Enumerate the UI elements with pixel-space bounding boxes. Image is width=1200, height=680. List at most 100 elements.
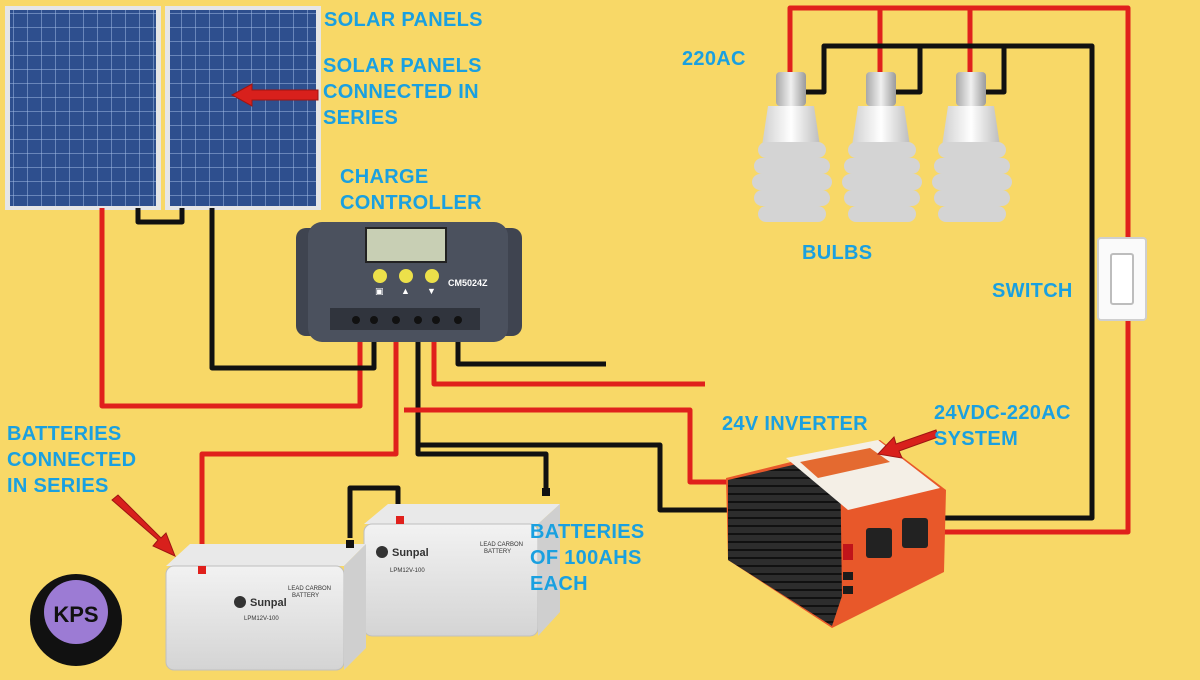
- inverter-label: 24V INVERTER: [722, 413, 868, 435]
- batteries-series-label-line-3: IN SERIES: [7, 475, 109, 497]
- channel-logo: KPS: [30, 574, 122, 666]
- battery-positive-wire: [199, 325, 399, 572]
- battery-2-brand-logo: [376, 546, 388, 558]
- terminal-4: [414, 316, 422, 324]
- battery-2-model: LPM12V-100: [390, 568, 425, 574]
- battery-1-brand: Sunpal: [250, 597, 287, 609]
- controller-model: CM5024Z: [448, 278, 488, 288]
- ac-neutral-drop-2: [892, 46, 923, 95]
- inverter-top-label: [800, 448, 890, 478]
- bulb-2-neck: [852, 106, 910, 146]
- bulb-1-base: [776, 72, 806, 106]
- inverter-outlet-2: [902, 518, 928, 548]
- panel-series-link: [135, 208, 185, 225]
- battery-2-type-line-2: BATTERY: [484, 549, 511, 555]
- system-arrow-icon: [876, 429, 939, 459]
- series-panels-arrow-icon: [230, 83, 319, 107]
- solar-panels-label: SOLAR PANELS: [324, 9, 483, 31]
- controller-icon-solar: ▲: [401, 286, 410, 296]
- solar-panel-right: [170, 10, 316, 206]
- terminal-3: [392, 316, 400, 324]
- batteries-series-label-line-2: CONNECTED: [7, 449, 137, 471]
- battery-negative-wire: [415, 325, 549, 490]
- battery-2-terminal-pos: [396, 516, 404, 524]
- battery-2-brand: Sunpal: [392, 547, 429, 559]
- series-panels-label: SOLAR PANELS CONNECTED IN SERIES: [323, 53, 482, 131]
- battery-1-type-line-2: BATTERY: [292, 593, 319, 599]
- ac-wiring: [787, 5, 1131, 535]
- charge-controller-label: CHARGE CONTROLLER: [340, 164, 482, 216]
- ac-neutral-wire: [800, 43, 1095, 521]
- system-label-line-1: 24VDC-220AC: [934, 402, 1071, 424]
- solar-panel-left: [10, 10, 156, 206]
- batteries-series-label: BATTERIES CONNECTED IN SERIES: [7, 421, 136, 499]
- system-label-line-2: SYSTEM: [934, 428, 1019, 450]
- bulb-3: [932, 72, 1012, 222]
- panel-negative-wire: [209, 208, 377, 371]
- battery-1-side: [344, 544, 366, 670]
- battery-2: Sunpal LEAD CARBON BATTERY LPM12V-100: [363, 488, 560, 637]
- controller-terminal-strip: [330, 308, 480, 330]
- load-positive-wire: [431, 325, 705, 387]
- bulb-3-neck: [942, 106, 1000, 146]
- pointer-arrows: [111, 83, 939, 557]
- bulb-3-spiral: [932, 142, 1012, 222]
- battery-1-top: [166, 544, 366, 566]
- bulb-2: [842, 72, 922, 222]
- controller-icon-load: ▼: [427, 286, 436, 296]
- battery-2-body: [363, 523, 539, 637]
- battery-2-top: [364, 504, 560, 524]
- controller-icon-battery: ▣: [375, 286, 384, 296]
- series-panels-label-line-3: SERIES: [323, 107, 399, 129]
- battery-2-side: [538, 504, 560, 636]
- bulb-1-spiral: [752, 142, 832, 222]
- battery-1-terminal-neg: [346, 540, 354, 548]
- controller-button-1: [373, 269, 387, 283]
- charge-controller-label-line-1: CHARGE: [340, 166, 429, 188]
- series-panels-label-line-1: SOLAR PANELS: [323, 55, 482, 77]
- inverter-power-switch: [843, 544, 853, 560]
- batteries-capacity-label-line-3: EACH: [530, 573, 588, 595]
- battery-1-terminal-pos: [198, 566, 206, 574]
- switch-label: SWITCH: [992, 280, 1073, 302]
- batteries-capacity-label-line-2: OF 100AHS: [530, 547, 642, 569]
- terminal-6: [454, 316, 462, 324]
- battery-1-brand-logo: [234, 596, 246, 608]
- inverter-usb-port-1: [843, 572, 853, 580]
- battery-1-model: LPM12V-100: [244, 616, 279, 622]
- batteries-series-arrow-icon: [111, 494, 176, 557]
- battery-2-terminal-neg: [542, 488, 550, 496]
- bulb-1: [752, 72, 832, 222]
- batteries-capacity-label: BATTERIES OF 100AHS EACH: [530, 519, 645, 597]
- inverter-positive-wire: [404, 407, 730, 485]
- terminal-1: [352, 316, 360, 324]
- inverter: [726, 440, 946, 628]
- dc-wiring: [99, 208, 730, 572]
- logo-badge: [44, 580, 108, 644]
- battery-1: Sunpal LEAD CARBON BATTERY LPM12V-100: [165, 540, 366, 671]
- series-panels-label-line-2: CONNECTED IN: [323, 81, 479, 103]
- ac-220-label: 220AC: [682, 48, 746, 70]
- batteries-series-label-line-1: BATTERIES: [7, 423, 122, 445]
- controller-lcd: [365, 227, 447, 263]
- logo-text: KPS: [53, 602, 98, 627]
- system-label: 24VDC-220AC SYSTEM: [934, 400, 1071, 452]
- battery-2-type-line-1: LEAD CARBON: [480, 542, 523, 548]
- ac-live-wire: [787, 5, 1131, 535]
- charge-controller-label-line-2: CONTROLLER: [340, 192, 482, 214]
- bulb-2-base: [866, 72, 896, 106]
- bulb-1-neck: [762, 106, 820, 146]
- charge-controller: ▣ ▲ ▼ CM5024Z: [296, 222, 522, 342]
- bulb-2-spiral: [842, 142, 922, 222]
- ac-neutral-drop-3: [982, 46, 1007, 95]
- controller-button-2: [399, 269, 413, 283]
- bulb-3-base: [956, 72, 986, 106]
- bulbs-label: BULBS: [802, 242, 873, 264]
- inverter-heatsink: [728, 454, 842, 626]
- solar-panels: [5, 6, 321, 210]
- battery-1-type-line-1: LEAD CARBON: [288, 586, 331, 592]
- inverter-outlet-1: [866, 528, 892, 558]
- terminal-5: [432, 316, 440, 324]
